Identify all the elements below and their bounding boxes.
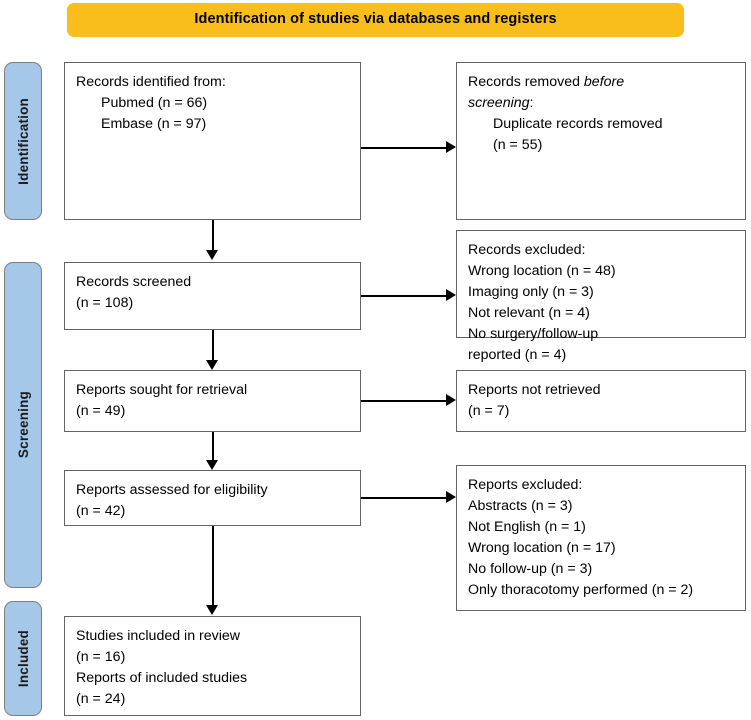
box-line: Reports sought for retrieval	[76, 382, 248, 398]
connector-identified-to-screened	[212, 220, 214, 251]
box-line-plain: :	[529, 95, 534, 111]
box-line: Studies included in review	[76, 628, 241, 644]
box-line: Not English (n = 1)	[468, 519, 586, 535]
box-line: Records removed before	[468, 72, 734, 93]
stage-tab-included-label: Included	[15, 629, 31, 688]
box-line: (n = 49)	[76, 403, 126, 419]
box-line: Records screened	[76, 274, 192, 290]
box-studies-included: Studies included in review (n = 16) Repo…	[64, 616, 361, 716]
connector-assessed-to-reports-excluded	[361, 497, 448, 499]
box-reports-assessed-for-eligibility: Reports assessed for eligibility (n = 42…	[64, 470, 361, 526]
connector-identified-to-removed	[361, 147, 448, 149]
box-line: No follow-up (n = 3)	[468, 561, 593, 577]
box-records-excluded: Records excluded: Wrong location (n = 48…	[456, 230, 746, 363]
arrow-right-icon	[446, 141, 456, 153]
box-reports-not-retrieved: Reports not retrieved (n = 7)	[456, 370, 746, 432]
box-line-plain: Records removed	[468, 74, 584, 90]
box-line: Wrong location (n = 17)	[468, 540, 616, 556]
box-line: screening:	[468, 93, 734, 114]
box-line: Reports not retrieved	[468, 382, 601, 398]
box-records-identified: Records identified from: Pubmed (n = 66)…	[64, 62, 361, 220]
box-line: Wrong location (n = 48)	[468, 263, 616, 279]
stage-tab-screening: Screening	[4, 262, 42, 588]
box-line: Embase (n = 97)	[101, 116, 207, 132]
stage-tab-identification-label: Identification	[15, 97, 31, 185]
box-line: Records identified from:	[76, 74, 226, 90]
box-line: (n = 7)	[468, 403, 510, 419]
box-line: (n = 16)	[76, 649, 126, 665]
diagram-title: Identification of studies via databases …	[194, 11, 557, 28]
arrow-right-icon	[446, 289, 456, 301]
box-line-italic: before	[583, 74, 625, 90]
arrow-down-icon	[206, 605, 218, 615]
box-reports-sought-for-retrieval: Reports sought for retrieval (n = 49)	[64, 370, 361, 432]
stage-tab-screening-label: Screening	[15, 391, 31, 459]
arrow-right-icon	[446, 394, 456, 406]
box-line: reported (n = 4)	[468, 347, 567, 363]
connector-sought-to-assessed	[212, 432, 214, 461]
box-line: Not relevant (n = 4)	[468, 305, 590, 321]
box-line-italic: screening	[468, 95, 530, 111]
box-line: (n = 24)	[76, 691, 126, 707]
box-records-removed-before-screening: Records removed before screening: Duplic…	[456, 62, 746, 220]
stage-tab-included: Included	[4, 601, 42, 716]
connector-screened-to-sought	[212, 330, 214, 361]
box-line: Abstracts (n = 3)	[468, 498, 573, 514]
arrow-down-icon	[206, 250, 218, 260]
box-line: Duplicate records removed	[493, 116, 663, 132]
connector-screened-to-records-excluded	[361, 295, 448, 297]
box-line: (n = 42)	[76, 503, 126, 519]
box-records-screened: Records screened (n = 108)	[64, 262, 361, 330]
box-line: Reports excluded:	[468, 477, 583, 493]
box-reports-excluded: Reports excluded: Abstracts (n = 3) Not …	[456, 465, 746, 611]
box-line: Pubmed (n = 66)	[101, 95, 208, 111]
box-line: Only thoracotomy performed (n = 2)	[468, 582, 694, 598]
diagram-title-banner: Identification of studies via databases …	[67, 3, 684, 37]
box-line: Reports of included studies	[76, 670, 248, 686]
box-line: (n = 55)	[493, 137, 543, 153]
box-line: Imaging only (n = 3)	[468, 284, 594, 300]
box-line: Reports assessed for eligibility	[76, 482, 268, 498]
arrow-down-icon	[206, 460, 218, 470]
stage-tab-identification: Identification	[4, 62, 42, 220]
box-line: Records excluded:	[468, 242, 586, 258]
connector-sought-to-not-retrieved	[361, 400, 448, 402]
arrow-down-icon	[206, 360, 218, 370]
arrow-right-icon	[446, 491, 456, 503]
box-line: (n = 108)	[76, 295, 134, 311]
connector-assessed-to-included	[212, 526, 214, 606]
box-line: No surgery/follow-up	[468, 326, 599, 342]
